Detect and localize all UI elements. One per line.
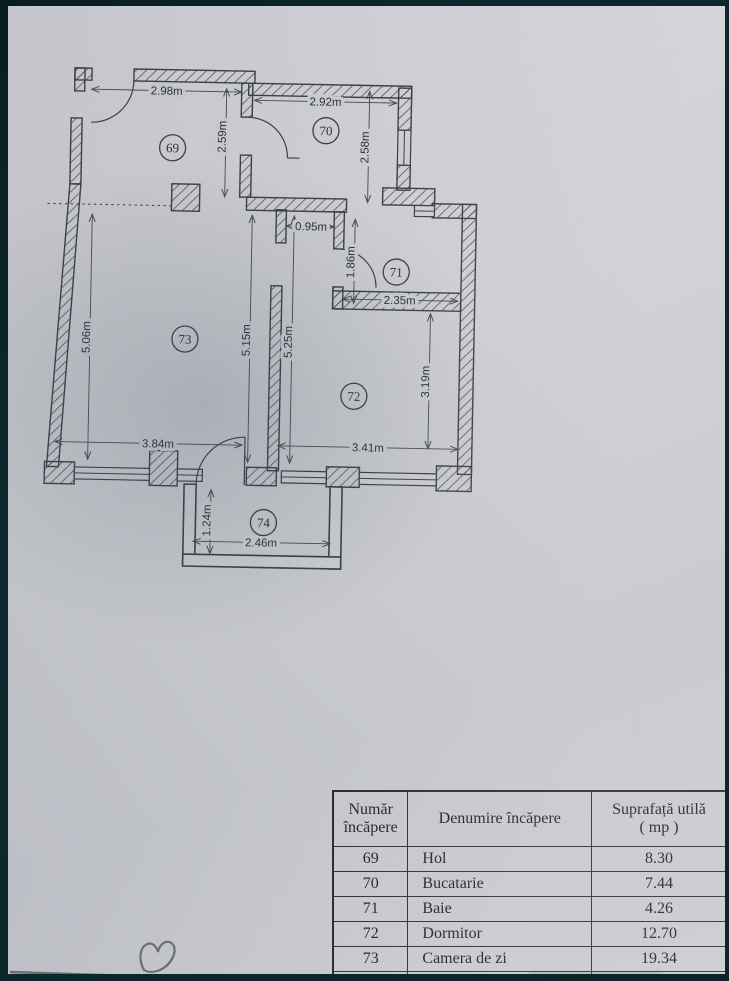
header-line: Număr <box>348 801 393 819</box>
table-row: 70 Bucatarie 7.44 <box>332 871 725 897</box>
dimension-lines <box>53 86 465 559</box>
header-suprafata-utila: Suprafață utilă ( mp ) <box>591 790 725 847</box>
wall-segment <box>73 67 86 92</box>
dim-label-bucatarie-height: 2.58m <box>359 131 372 163</box>
dim-label-living-height: 5.06m <box>81 321 94 353</box>
wall-segment <box>332 211 346 250</box>
dim-label-hol-height: 2.59m <box>217 121 230 153</box>
wall-segment <box>397 87 413 132</box>
window-line <box>359 477 437 481</box>
cell-room-area: 12.70 <box>591 921 725 947</box>
walls <box>43 67 478 493</box>
dim-label-pasaj-width: 0.95m <box>295 221 327 234</box>
open-boundary-dotted-line <box>47 202 172 207</box>
pen-line <box>9 970 109 974</box>
table-row-clipped <box>332 971 725 974</box>
wall-segment <box>245 466 278 487</box>
wall-segment <box>240 82 254 118</box>
room-number-camera-de-zi: 73 <box>178 331 191 346</box>
cell-room-area: 8.30 <box>591 846 725 872</box>
floor-plan: 2.98m 2.92m 2.59m 2.58m 0.95m 1.86m 2.35… <box>32 53 502 602</box>
wall-segment <box>325 466 361 489</box>
table-row: 72 Dormitor 12.70 <box>332 921 725 947</box>
cell-empty <box>591 971 725 974</box>
window-line <box>74 472 150 475</box>
header-line: ( mp ) <box>639 819 679 836</box>
table-row: 71 Baie 4.26 <box>332 896 725 922</box>
wall-segment <box>133 68 256 85</box>
header-numar-incapere: Număr încăpere <box>332 790 409 847</box>
header-line: Suprafață utilă <box>612 801 706 819</box>
wall-segment <box>381 187 436 207</box>
table-row: 69 Hol 8.30 <box>332 846 725 872</box>
table-header: Număr încăpere Denumire încăpere Suprafa… <box>332 790 725 847</box>
header-denumire-incapere: Denumire încăpere <box>407 790 593 847</box>
wall-segment <box>45 183 82 468</box>
dim-label-mid-height-left: 5.15m <box>241 324 254 356</box>
balcony-wall <box>181 483 197 566</box>
wall-segment <box>43 460 76 485</box>
wall-segment <box>396 164 412 192</box>
window-line <box>403 130 405 166</box>
header-line: încăpere <box>343 819 398 836</box>
room-areas-table: Număr încăpere Denumire încăpere Suprafa… <box>332 790 725 974</box>
wall-segment <box>456 203 478 476</box>
wall-segment <box>69 117 83 185</box>
balcony-wall <box>181 553 342 570</box>
doors <box>47 80 377 486</box>
cell-room-name: Camera de zi <box>407 946 593 972</box>
dim-label-bucatarie-width: 2.92m <box>309 96 341 109</box>
balcony-door-arc <box>195 436 246 485</box>
dim-label-dormitor-width: 3.41m <box>352 442 384 455</box>
cell-room-area: 4.26 <box>591 896 725 922</box>
pillar <box>170 183 201 212</box>
wall-segment <box>245 196 348 213</box>
dim-label-baie-width: 2.35m <box>384 295 416 308</box>
pillar <box>148 449 179 487</box>
cell-empty <box>332 971 409 974</box>
kitchen-door-arc <box>248 116 289 158</box>
cell-room-name: Dormitor <box>407 921 593 947</box>
cell-room-number: 70 <box>332 871 409 897</box>
pen-marks <box>9 940 176 974</box>
cell-room-area: 7.44 <box>591 871 725 897</box>
table-row: 73 Camera de zi 19.34 <box>332 946 725 972</box>
wall-segment <box>238 154 253 198</box>
window-line <box>281 476 327 479</box>
pen-squiggle <box>139 940 176 974</box>
bathroom-door-arc <box>338 248 377 288</box>
room-number-balcon: 74 <box>257 515 271 530</box>
floor-plan-drawing: 2.98m 2.92m 2.59m 2.58m 0.95m 1.86m 2.35… <box>43 67 478 570</box>
cell-room-name: Bucatarie <box>407 871 593 897</box>
room-number-baie: 71 <box>390 264 403 279</box>
header-line: Denumire încăpere <box>438 810 561 828</box>
room-number-bucatarie: 70 <box>319 123 332 138</box>
dim-label-baie-height: 1.86m <box>345 246 358 278</box>
room-number-hol: 69 <box>166 140 179 155</box>
dimension-labels: 2.98m 2.92m 2.59m 2.58m 0.95m 1.86m 2.35… <box>77 82 436 554</box>
wall-segment <box>435 465 473 493</box>
dim-label-mid-height-right: 5.25m <box>283 326 296 358</box>
windows <box>73 129 438 487</box>
balcony-door-leaf <box>243 437 246 486</box>
document-page: 2.98m 2.92m 2.59m 2.58m 0.95m 1.86m 2.35… <box>8 6 725 974</box>
cell-room-number: 73 <box>332 946 409 972</box>
balcony-walls <box>181 483 343 570</box>
dim-label-balcon-height: 1.24m <box>201 504 214 536</box>
room-number-dormitor: 72 <box>347 389 360 404</box>
entrance-door-arc <box>91 80 135 123</box>
cell-room-name: Baie <box>407 896 593 922</box>
cell-room-name: Hol <box>407 846 593 872</box>
wall-segment <box>275 209 288 244</box>
wall-segment <box>266 284 283 472</box>
cell-room-area: 19.34 <box>591 946 725 972</box>
dim-label-hol-width: 2.98m <box>151 85 183 98</box>
dim-label-living-width: 3.84m <box>142 438 174 451</box>
cell-room-number: 69 <box>332 846 409 872</box>
clipped-text-smudge <box>528 973 663 974</box>
room-numbers: 69 70 71 72 73 74 <box>158 117 410 537</box>
dim-label-balcon-width: 2.46m <box>245 537 277 550</box>
dim-label-dormitor-height: 3.19m <box>420 366 433 398</box>
